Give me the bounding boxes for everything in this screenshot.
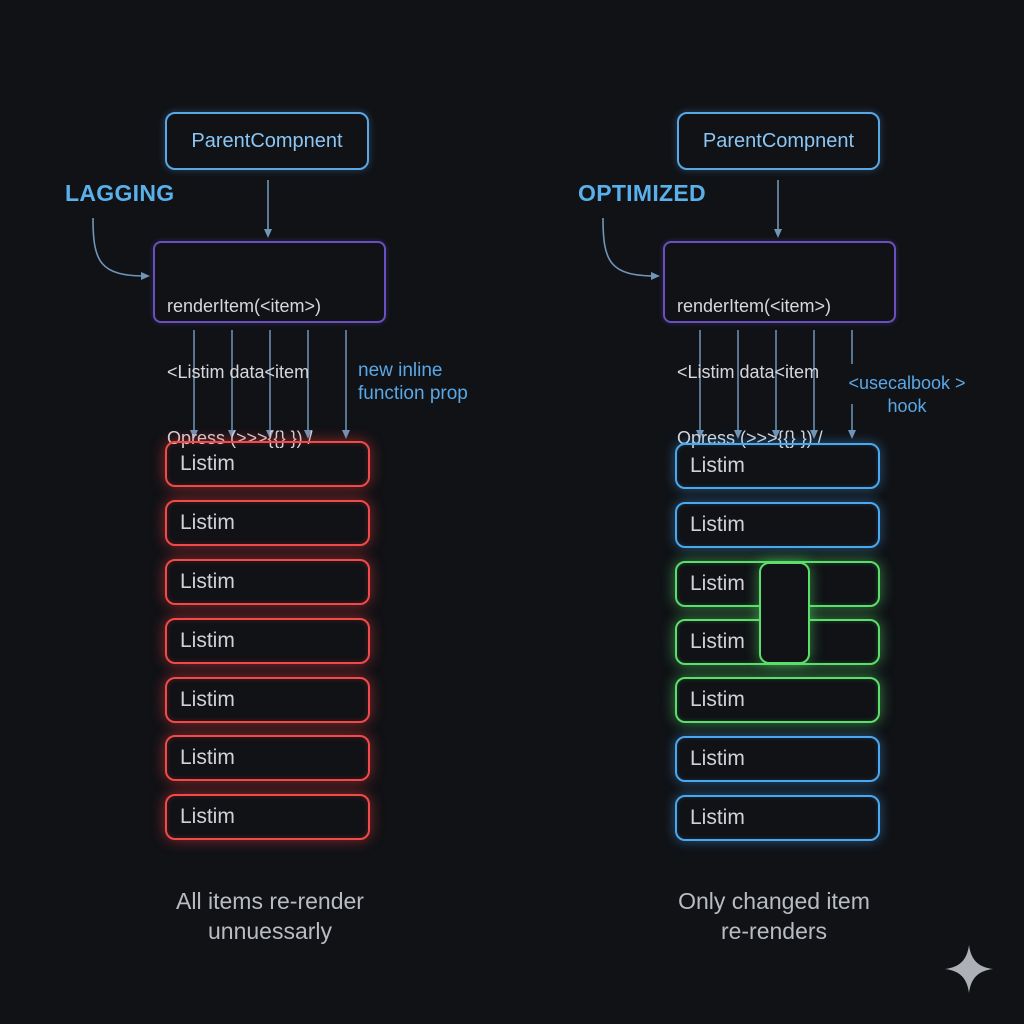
parent-component-label: ParentCompnent — [702, 129, 855, 152]
inline-function-annotation: new inline function prop — [358, 359, 468, 405]
list-item-unchanged: Listim — [675, 736, 880, 782]
annotation-line: hook — [887, 396, 927, 416]
render-item-code-box-right: renderItem(<item>) <Listim data<item Opr… — [663, 241, 896, 448]
parent-component-box-right: ParentCompnent — [677, 112, 880, 170]
parent-component-label: ParentCompnent — [191, 129, 343, 152]
code-line: renderItem(<item>) — [167, 296, 322, 316]
code-line: renderItem(<item>) — [677, 296, 832, 316]
code-line: Opress (>>>{{} }) / — [167, 428, 313, 448]
lagging-label: LAGGING — [65, 180, 175, 206]
annotation-line: function prop — [358, 383, 468, 404]
list-item: Listim — [165, 618, 370, 664]
code-line: <Listim data<item — [677, 362, 820, 382]
parent-component-box-left: ParentCompnent — [165, 112, 369, 170]
caption-line: re-renders — [720, 918, 828, 944]
sparkle-icon — [945, 945, 993, 993]
render-item-code-box-left: renderItem(<item>) <Listim data<item Opr… — [153, 241, 386, 448]
list-item-unchanged: Listim — [675, 795, 880, 841]
caption-line: unnuessarly — [207, 918, 333, 944]
caption-left: All items re-render unnuessarly — [120, 886, 420, 946]
list-item: Listim — [165, 441, 370, 487]
caption-line: All items re-render — [176, 888, 364, 914]
list-item: Listim — [165, 559, 370, 605]
caption-right: Only changed item re-renders — [624, 886, 924, 946]
lagging-pointer-arrow — [92, 217, 150, 280]
annotation-line: <usecalbook > — [848, 373, 966, 393]
list-item-unchanged: Listim — [675, 443, 880, 489]
list-item-unchanged: Listim — [675, 502, 880, 548]
list-item: Listim — [165, 500, 370, 546]
list-item: Listim — [165, 677, 370, 723]
changed-item-highlight — [759, 562, 810, 664]
annotation-line: new inline — [358, 360, 443, 381]
list-item: Listim — [165, 794, 370, 840]
list-item: Listim — [165, 735, 370, 781]
list-item-changed: Listim — [675, 677, 880, 723]
caption-line: Only changed item — [678, 888, 870, 914]
usecallback-annotation: <usecalbook > hook — [832, 372, 982, 418]
optimized-label: OPTIMIZED — [578, 180, 706, 206]
code-line: <Listim data<item — [167, 362, 310, 382]
optimized-pointer-arrow — [602, 217, 660, 280]
